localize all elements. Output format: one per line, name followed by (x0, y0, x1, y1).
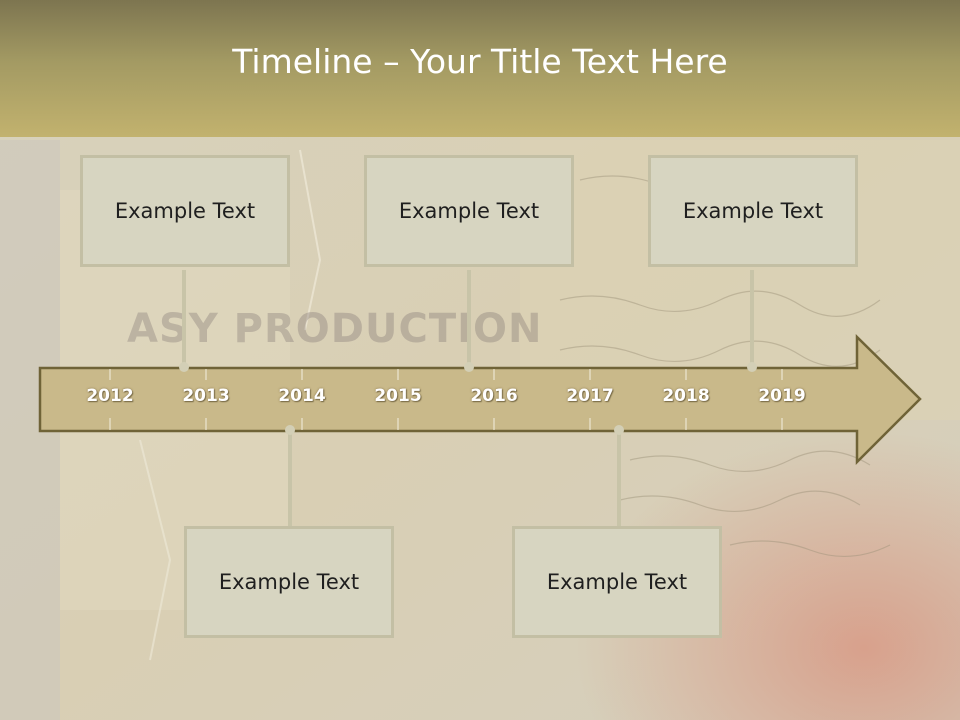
year-label-2018: 2018 (662, 386, 710, 406)
connector-dot (614, 425, 624, 435)
year-label-2013: 2013 (182, 386, 230, 406)
event-box-text: Example Text (398, 199, 540, 223)
timeline-arrow (38, 334, 922, 466)
event-box-top-3[interactable]: Example Text (648, 155, 858, 267)
event-box-top-2[interactable]: Example Text (364, 155, 574, 267)
connector-dot (285, 425, 295, 435)
event-box-bottom-2[interactable]: Example Text (512, 526, 722, 638)
slide-title: Timeline – Your Title Text Here (232, 42, 728, 81)
year-label-2016: 2016 (470, 386, 518, 406)
connector-dot (747, 362, 757, 372)
year-label-2019: 2019 (758, 386, 806, 406)
event-box-top-1[interactable]: Example Text (80, 155, 290, 267)
event-box-text: Example Text (546, 570, 688, 594)
year-label-2015: 2015 (374, 386, 422, 406)
watermark-text: ASY PRODUCTION (127, 306, 543, 352)
event-box-bottom-1[interactable]: Example Text (184, 526, 394, 638)
connector-dot (464, 362, 474, 372)
event-box-text: Example Text (114, 199, 256, 223)
connector-dot (179, 362, 189, 372)
event-box-text: Example Text (218, 570, 360, 594)
event-box-text: Example Text (682, 199, 824, 223)
year-label-2017: 2017 (566, 386, 614, 406)
year-label-2012: 2012 (86, 386, 134, 406)
title-bar: Timeline – Your Title Text Here (0, 0, 960, 137)
year-label-2014: 2014 (278, 386, 326, 406)
